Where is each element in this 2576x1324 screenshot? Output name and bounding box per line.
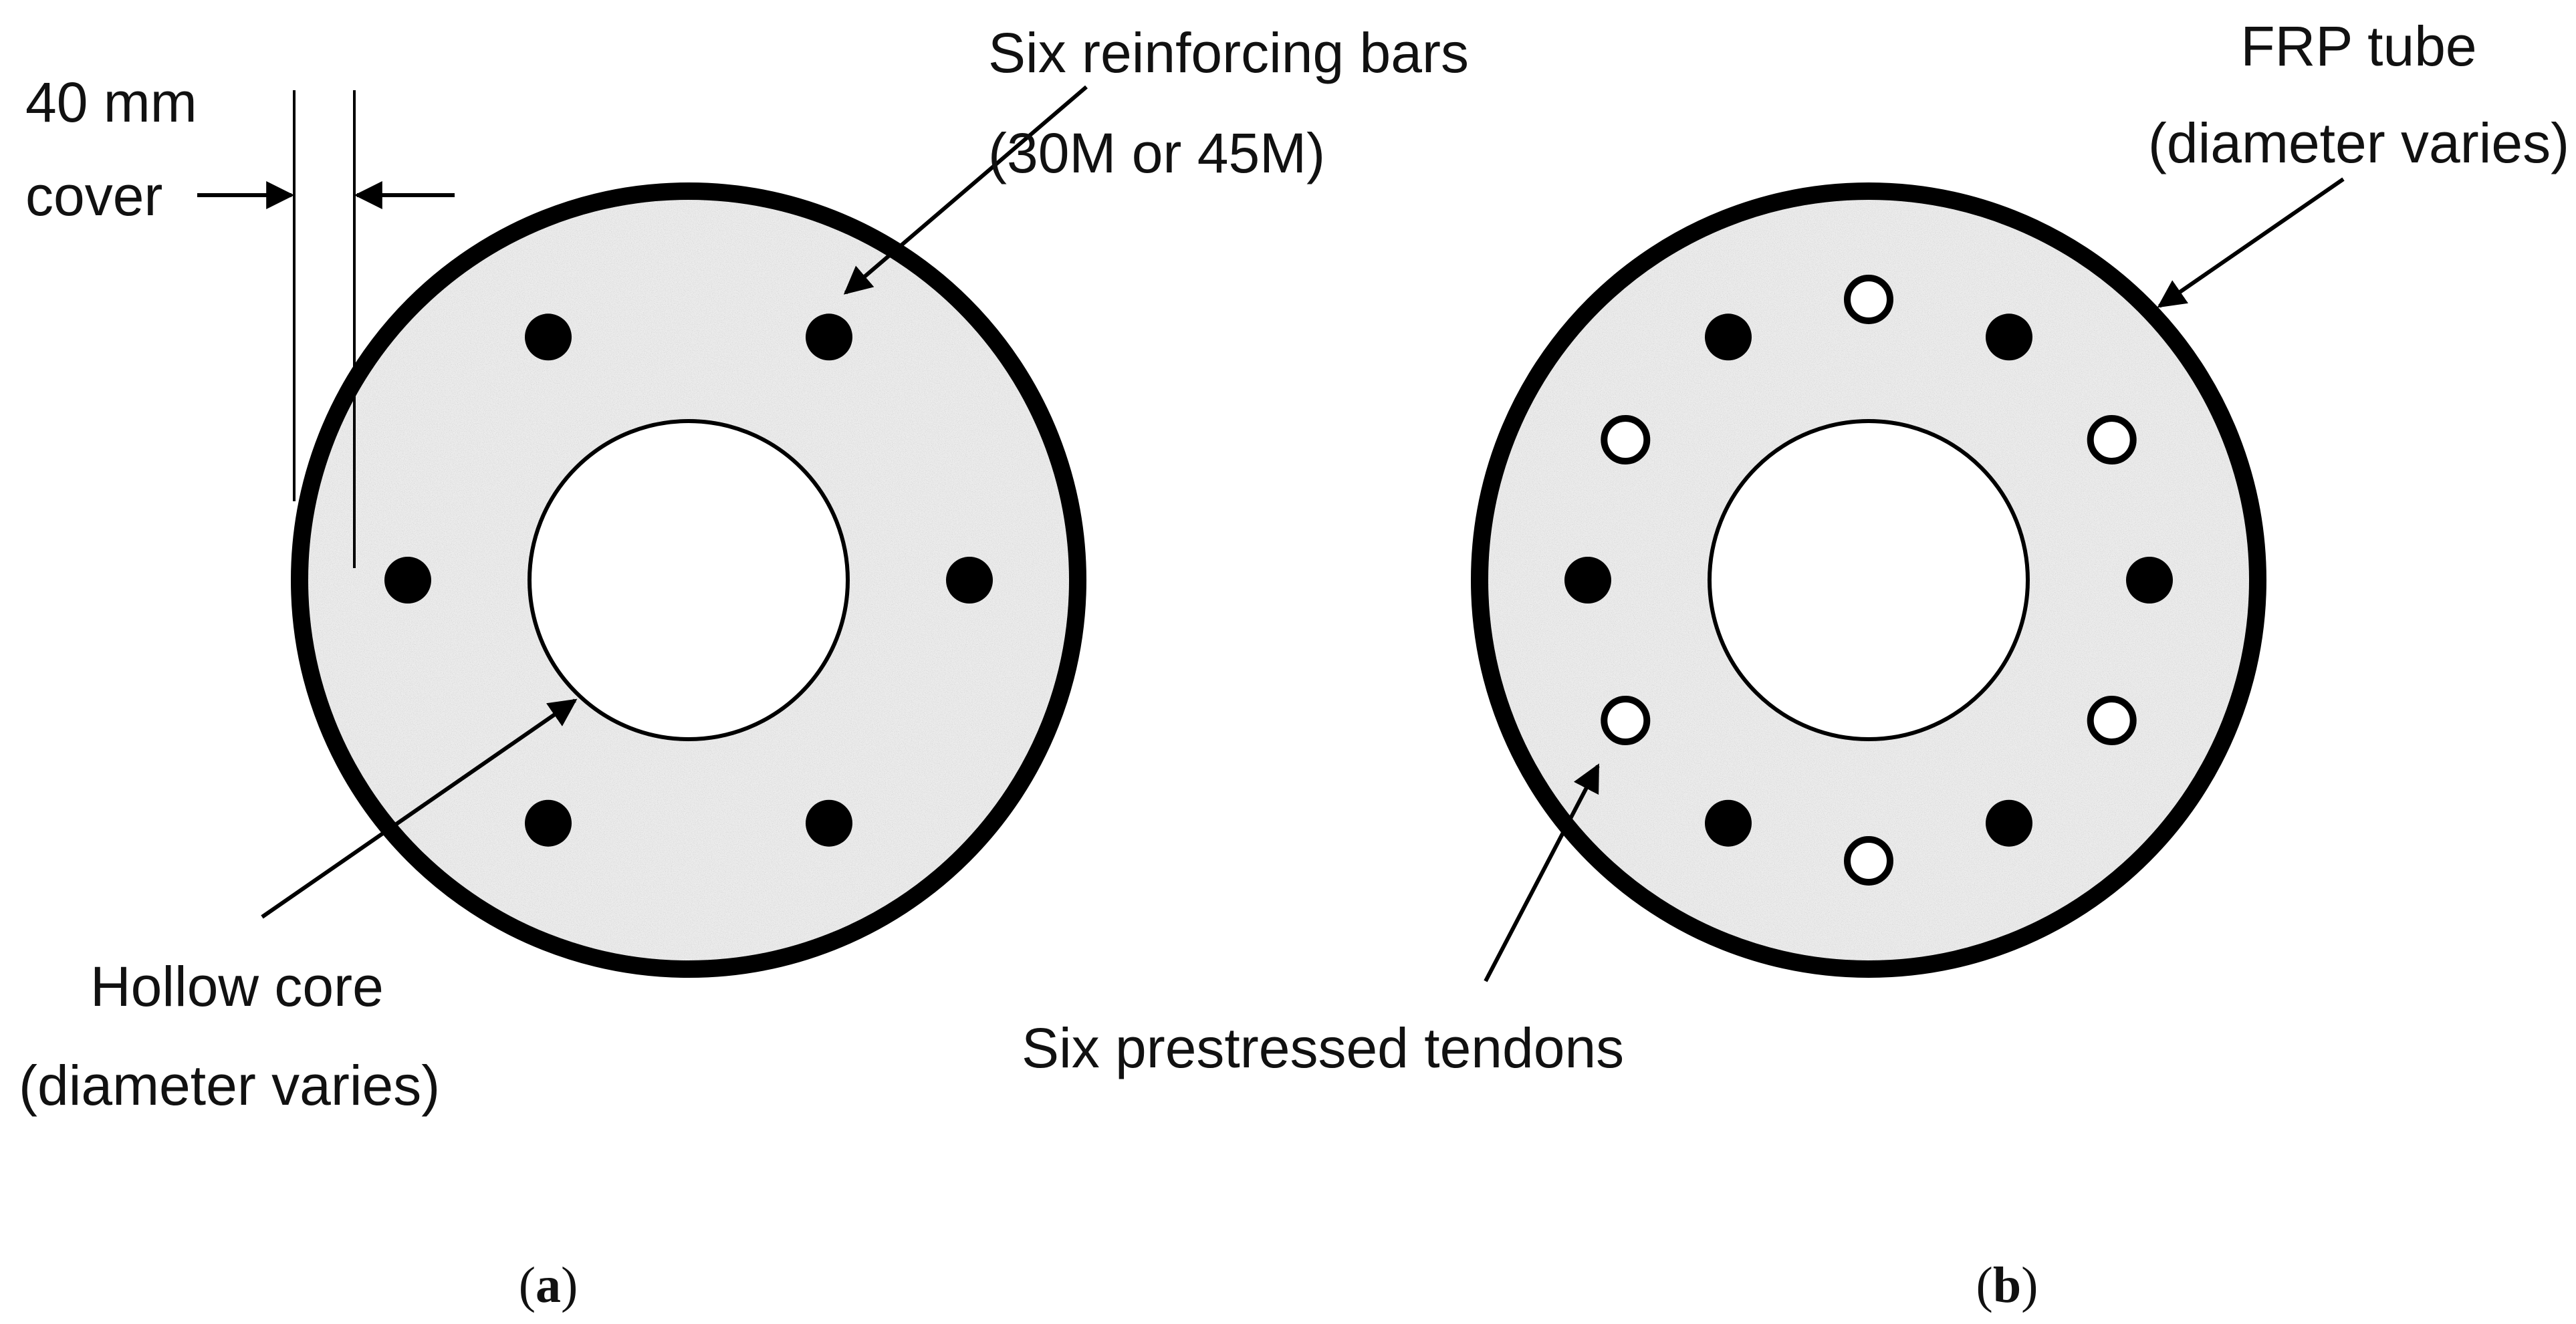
panel-a-reinforcing-bars: [384, 313, 993, 847]
reinforcing-bar: [806, 799, 852, 847]
prestressed-tendon: [1601, 696, 1651, 745]
reinforcing-bar: [806, 313, 852, 361]
panel-b-frp-tube: [1471, 182, 2266, 978]
reinforcing-bar: [1705, 799, 1752, 847]
reinforcing-bar: [1705, 313, 1752, 361]
panel-b-tube-callout: FRP tube (diameter varies): [2148, 15, 2569, 308]
panel-b: FRP tube (diameter varies) Six prestress…: [1022, 15, 2569, 1313]
tendons-leader-arrow: [1484, 763, 1600, 982]
panel-a-bars-callout: Six reinforcing bars (30M or 45M): [843, 21, 1469, 295]
panel-a-cover-dimension: 40 mm cover: [25, 71, 455, 568]
reinforcing-bar: [1986, 313, 2032, 361]
panel-b-tendons-callout: Six prestressed tendons: [1022, 763, 1624, 1079]
tendons-label: Six prestressed tendons: [1022, 1017, 1624, 1079]
panel-b-prestressed-tendons: [1601, 275, 2137, 886]
prestressed-tendon: [2087, 415, 2137, 465]
core-label-line1: Hollow core: [90, 955, 384, 1018]
reinforcing-bar: [525, 313, 572, 361]
bars-label-line2: (30M or 45M): [988, 122, 1325, 184]
reinforcing-bar: [946, 557, 993, 604]
panel-a-caption: (a): [519, 1257, 578, 1313]
prestressed-tendon: [2087, 696, 2137, 745]
panel-a-core-callout: Hollow core (diameter varies): [19, 698, 578, 1117]
reinforcing-bar: [525, 799, 572, 847]
panel-b-caption: (b): [1976, 1257, 2038, 1313]
tube-leader-arrow: [2157, 177, 2345, 308]
panel-a-frp-tube: [291, 182, 1086, 978]
reinforcing-bar: [2126, 557, 2173, 604]
cover-value-label: 40 mm: [25, 71, 197, 134]
prestressed-tendon: [1601, 415, 1651, 465]
reinforcing-bar: [1564, 557, 1611, 604]
core-leader-arrow: [261, 698, 578, 919]
panel-b-hollow-core: [1708, 419, 2030, 741]
bars-leader-arrow: [843, 85, 1088, 295]
bars-label-line1: Six reinforcing bars: [988, 21, 1469, 84]
cover-word-label: cover: [25, 164, 162, 227]
panel-b-section: [1471, 182, 2266, 978]
core-label-line2: (diameter varies): [19, 1054, 440, 1117]
prestressed-tendon: [1844, 275, 1893, 324]
prestressed-tendon: [1844, 836, 1893, 886]
reinforcing-bar: [384, 557, 431, 604]
panel-b-reinforcing-bars: [1564, 313, 2173, 847]
tube-label-line1: FRP tube: [2240, 15, 2476, 78]
tube-label-line2: (diameter varies): [2148, 112, 2569, 174]
panel-a: 40 mm cover Six reinforcing bars (30M or…: [19, 21, 1469, 1313]
panel-a-section: [291, 182, 1086, 978]
panel-a-hollow-core: [528, 419, 850, 741]
reinforcing-bar: [1986, 799, 2032, 847]
